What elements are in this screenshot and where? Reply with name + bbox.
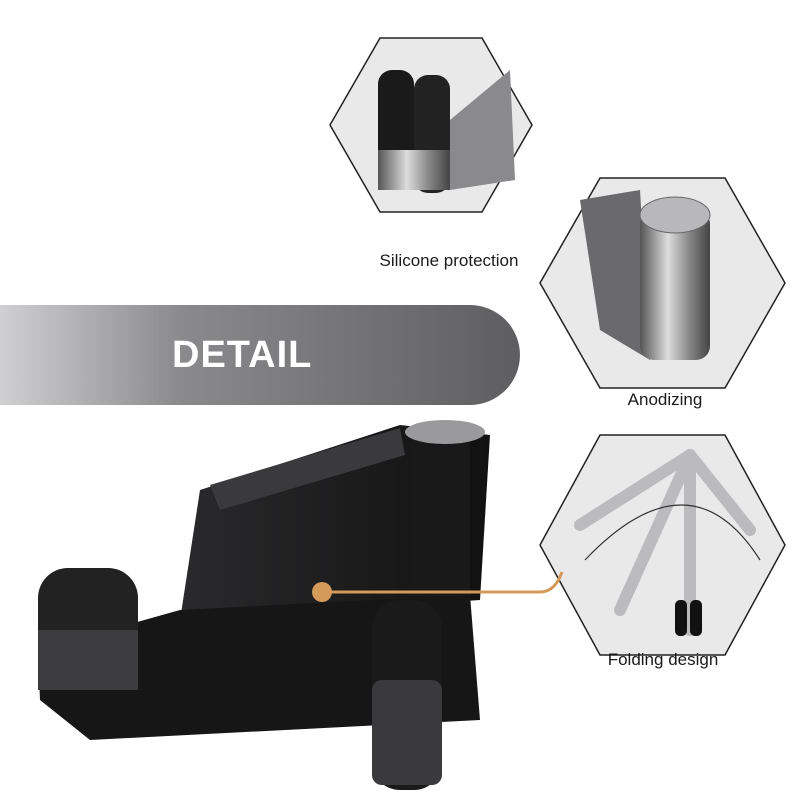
callout-dot: [312, 582, 332, 602]
detail-banner: [0, 305, 520, 405]
label-folding-design: Folding design: [607, 650, 719, 669]
callout-line: [322, 571, 564, 594]
hex-anodizing: [539, 177, 786, 389]
label-silicone-protection: Silicone protection: [379, 251, 519, 270]
label-anodizing: Anodizing: [627, 390, 703, 409]
phone-stand-product: [38, 420, 490, 790]
hex-silicone-protection: [329, 37, 533, 213]
banner-title: DETAIL: [172, 334, 313, 376]
hex-folding-design: [539, 434, 786, 656]
